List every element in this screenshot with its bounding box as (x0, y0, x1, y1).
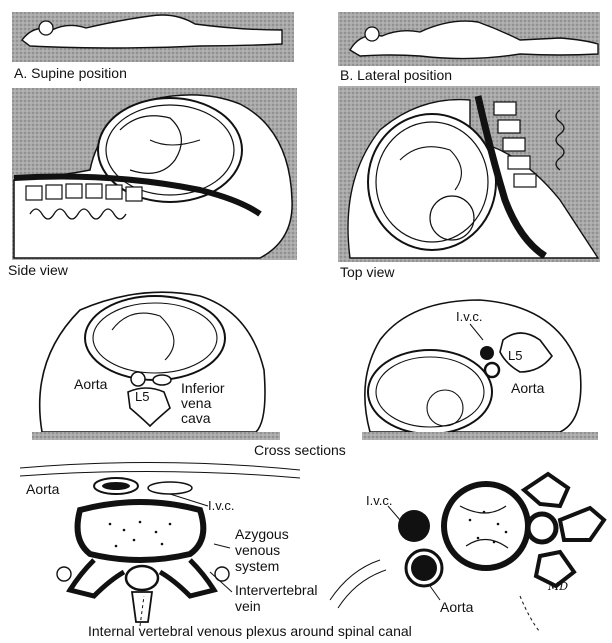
ivc-detail-left-label: I.v.c. (208, 499, 234, 513)
supine-position-label: A. Supine position (14, 66, 127, 81)
bottom-caption: Internal vertebral venous plexus around … (88, 624, 412, 639)
lateral-patient-figure (338, 12, 600, 66)
azygous-label-line2: venous (235, 543, 280, 558)
top-view-illustration (338, 86, 600, 262)
side-view-label: Side view (8, 263, 68, 278)
lateral-position-label: B. Lateral position (340, 68, 452, 83)
azygous-label-line1: Azygous (235, 527, 289, 542)
top-view-label: Top view (340, 265, 394, 280)
aorta-detail-right-label: Aorta (440, 600, 473, 615)
ivc-detail-right-label: I.v.c. (366, 494, 392, 508)
aorta-detail-left-label: Aorta (26, 482, 59, 497)
inferior-vena-cava-label-line2: vena (181, 396, 211, 411)
supine-patient-figure (12, 12, 294, 62)
aorta-cross-left-label: Aorta (74, 377, 107, 392)
side-view-illustration (12, 88, 297, 260)
intervertebral-vein-label-line1: Intervertebral (235, 583, 317, 598)
artist-signature: MD (548, 579, 568, 594)
cross-sections-label: Cross sections (254, 443, 346, 458)
inferior-vena-cava-label-line3: cava (181, 411, 211, 426)
azygous-label-line3: system (235, 559, 279, 574)
inferior-vena-cava-label-line1: Inferior (181, 381, 225, 396)
aorta-cross-right-label: Aorta (511, 381, 544, 396)
intervertebral-vein-label-line2: vein (235, 599, 261, 614)
cross-section-supine (32, 292, 280, 440)
l5-vertebra-label-left: L5 (135, 390, 149, 404)
l5-vertebra-label-right: L5 (508, 349, 522, 363)
ivc-cross-right-label: I.v.c. (456, 310, 482, 324)
